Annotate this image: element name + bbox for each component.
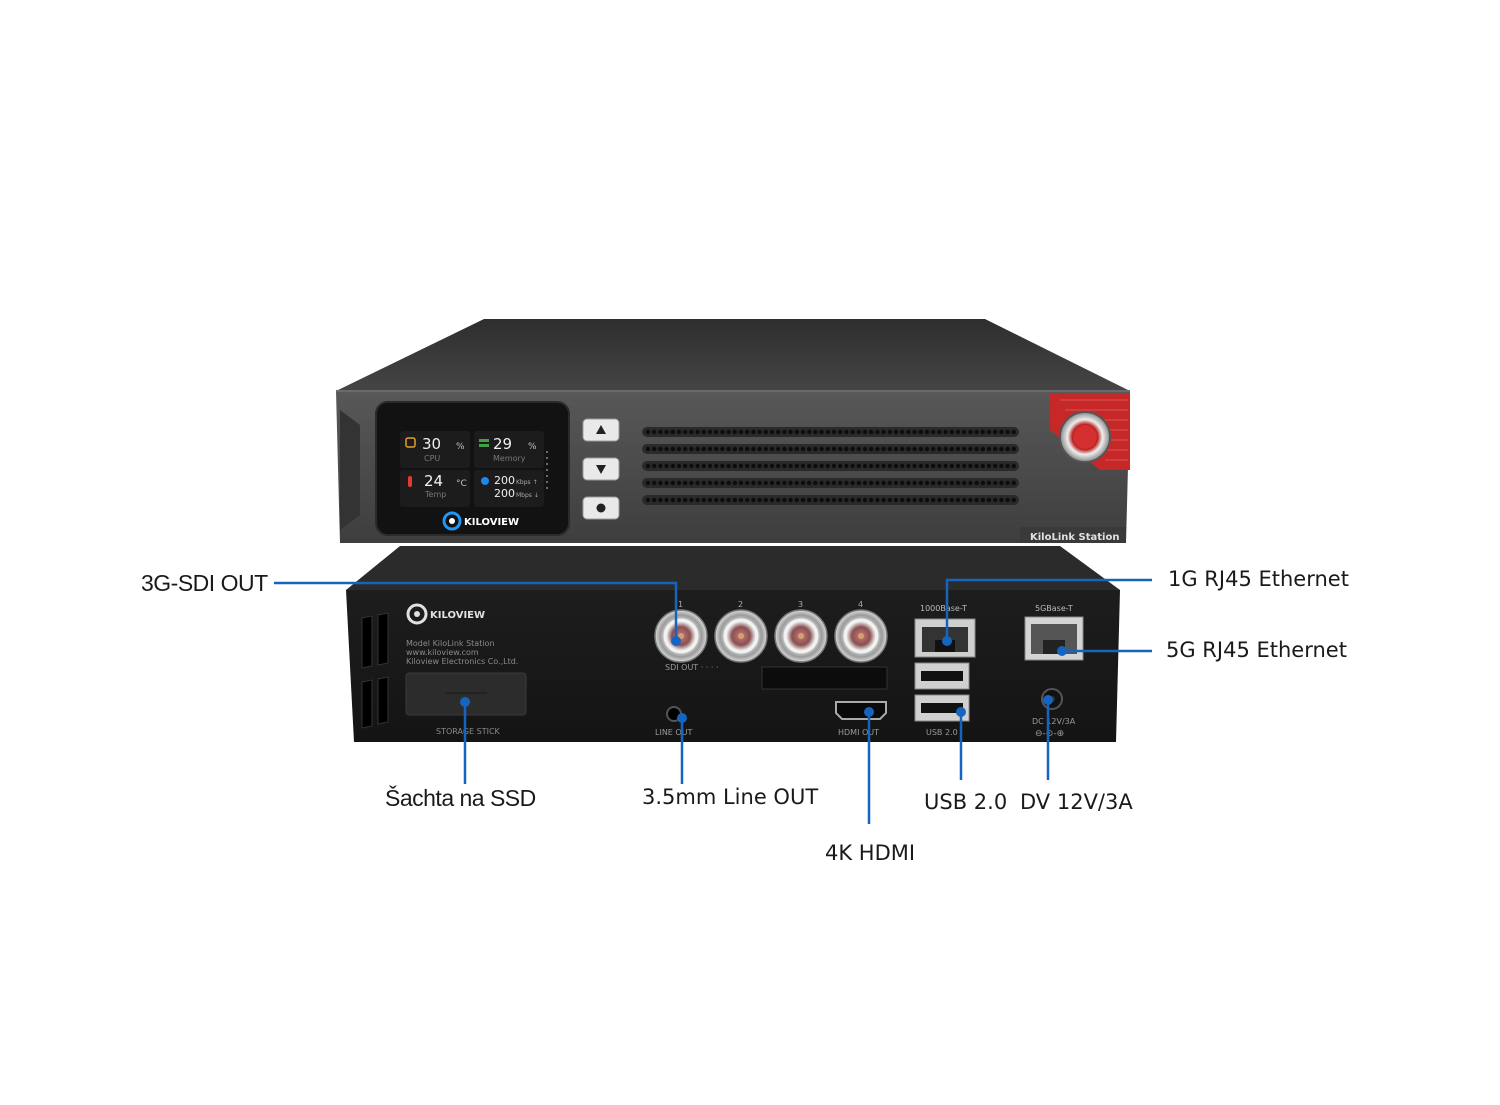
network-icon bbox=[481, 477, 489, 485]
temp-value: 24 bbox=[424, 472, 443, 490]
left-handle bbox=[340, 410, 360, 530]
hdmi-label: HDMI OUT bbox=[838, 728, 879, 737]
cpu-icon bbox=[405, 437, 416, 448]
callout-line-out: 3.5mm Line OUT bbox=[642, 785, 819, 809]
network-up-value: 200 bbox=[494, 474, 515, 487]
callout-hdmi: 4K HDMI bbox=[825, 841, 916, 865]
model-label: KiloLink Station bbox=[1030, 532, 1119, 543]
network-up-unit: Kbps ↑ bbox=[516, 479, 538, 486]
cpu-unit: % bbox=[456, 442, 465, 452]
power-led bbox=[1073, 425, 1097, 449]
chassis-top bbox=[336, 319, 1130, 391]
screen-brand: KILOVIEW bbox=[464, 517, 519, 528]
callout-ssd: Šachta na SSD bbox=[385, 785, 536, 811]
status-screen bbox=[375, 401, 570, 536]
sdi-label: SDI OUT · · · · bbox=[665, 663, 719, 672]
callout-eth-5g: 5G RJ45 Ethernet bbox=[1166, 638, 1347, 662]
up-arrow-icon bbox=[596, 425, 606, 434]
callout-sdi-out: 3G-SDI OUT bbox=[141, 570, 268, 596]
storage-label: STORAGE STICK bbox=[436, 727, 501, 736]
rear-info-web: www.kiloview.com bbox=[406, 648, 479, 657]
vent-row bbox=[642, 427, 1019, 437]
vent-row bbox=[642, 444, 1019, 454]
thermometer-icon bbox=[408, 476, 412, 487]
sdi-number: 3 bbox=[798, 600, 803, 609]
eth1-label: 1000Base-T bbox=[920, 604, 967, 613]
callout-lines bbox=[274, 578, 1152, 824]
callout-dots bbox=[460, 636, 1067, 723]
network-down-unit: Mbps ↓ bbox=[516, 492, 539, 499]
callout-dc: DV 12V/3A bbox=[1020, 790, 1133, 814]
vent-row bbox=[642, 478, 1019, 488]
rear-logo-icon bbox=[406, 603, 428, 625]
down-arrow-icon bbox=[596, 465, 606, 474]
sdi-number: 1 bbox=[678, 600, 683, 609]
rear-info-model: Model KiloLink Station bbox=[406, 639, 495, 648]
blank-plate bbox=[761, 666, 888, 690]
rear-info-company: Kiloview Electronics Co.,Ltd. bbox=[406, 657, 518, 666]
network-down-value: 200 bbox=[494, 487, 515, 500]
vent-row bbox=[642, 461, 1019, 471]
memory-label: Memory bbox=[493, 454, 526, 463]
front-vents bbox=[642, 427, 1019, 505]
usb-label: USB 2.0 bbox=[926, 728, 958, 737]
eth5-label: 5GBase-T bbox=[1035, 604, 1073, 613]
rear-brand: KILOVIEW bbox=[430, 610, 485, 621]
rear-top bbox=[346, 546, 1120, 590]
dot-icon bbox=[596, 503, 606, 513]
memory-unit: % bbox=[528, 442, 537, 452]
callout-eth-1g: 1G RJ45 Ethernet bbox=[1168, 567, 1349, 591]
memory-icon bbox=[479, 439, 489, 442]
sdi-connectors: 1 2 3 4 bbox=[654, 600, 888, 663]
hdmi-port[interactable] bbox=[835, 701, 887, 720]
kiloview-logo-icon bbox=[442, 511, 462, 531]
callout-usb: USB 2.0 bbox=[924, 790, 1008, 814]
sdi-number: 2 bbox=[738, 600, 743, 609]
temp-label: Temp bbox=[424, 490, 446, 499]
dc-label: DC 12V/3A bbox=[1032, 717, 1076, 726]
dc-polarity-symbol: ⊖-⊙-⊕ bbox=[1035, 729, 1064, 739]
memory-value: 29 bbox=[493, 435, 512, 453]
line-out-label: LINE OUT bbox=[655, 728, 693, 737]
rear-unit: KILOVIEW Model KiloLink Station www.kilo… bbox=[346, 546, 1120, 742]
vent-row bbox=[642, 495, 1019, 505]
callout-line-sdi bbox=[274, 581, 678, 641]
callout-line-eth1g bbox=[945, 578, 1152, 641]
sdi-number: 4 bbox=[858, 600, 863, 609]
temp-unit: °C bbox=[456, 479, 467, 489]
front-unit: 30 % CPU 29 % Memory 24 °C Temp 200 Kbps… bbox=[336, 319, 1130, 543]
cpu-label: CPU bbox=[424, 454, 440, 463]
cpu-value: 30 bbox=[422, 435, 441, 453]
